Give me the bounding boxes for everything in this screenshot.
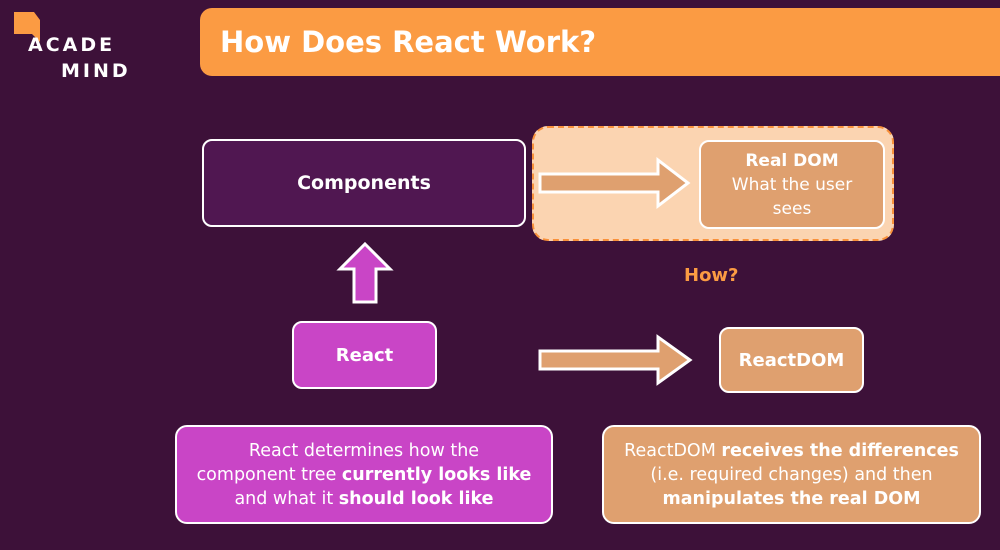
arrow-react-to-components (336, 241, 394, 304)
reactdom-label: ReactDOM (738, 349, 845, 371)
realdom-subtitle-line1: What the user (731, 174, 853, 195)
academind-logo: ACADE MIND (6, 8, 136, 82)
react-label: React (335, 344, 394, 366)
react-description-text2: component tree (196, 464, 342, 485)
reactdom-description-text1: ReactDOM (624, 440, 722, 461)
arrow-components-to-realdom (538, 156, 691, 210)
reactdom-description-line3: manipulates the real DOM (662, 487, 920, 511)
title-bar: How Does React Work? (200, 8, 1000, 76)
reactdom-description-bold2: manipulates the real DOM (662, 488, 921, 509)
how-label: How? (684, 265, 739, 286)
react-description-line3: and what it should look like (234, 487, 493, 511)
arrow-react-to-reactdom (538, 334, 693, 386)
logo-text-line1: ACADE (28, 34, 116, 56)
reactdom-description-line2: (i.e. required changes) and then (650, 463, 932, 487)
components-label: Components (297, 172, 431, 194)
react-description: React determines how the component tree … (175, 425, 553, 524)
flag-icon (14, 12, 40, 42)
reactdom-box: ReactDOM (719, 327, 864, 393)
realdom-title: Real DOM (745, 150, 839, 171)
slide-title: How Does React Work? (220, 25, 597, 59)
react-description-text1: React determines how the (248, 440, 480, 461)
reactdom-description: ReactDOM receives the differences (i.e. … (602, 425, 981, 524)
realdom-box: Real DOM What the user sees (699, 140, 885, 229)
realdom-subtitle-line2: sees (772, 198, 812, 219)
react-description-line1: React determines how the (249, 439, 479, 463)
components-box: Components (202, 139, 526, 227)
react-description-line2: component tree currently looks like (197, 463, 532, 487)
reactdom-description-text2: (i.e. required changes) and then (650, 464, 933, 485)
reactdom-description-line1: ReactDOM receives the differences (624, 439, 959, 463)
react-description-bold1: currently looks like (341, 464, 532, 485)
reactdom-description-bold1: receives the differences (721, 440, 959, 461)
logo-text-line2: MIND (61, 60, 131, 82)
react-description-bold2: should look like (338, 488, 494, 509)
react-description-text3: and what it (234, 488, 339, 509)
react-box: React (292, 321, 437, 389)
